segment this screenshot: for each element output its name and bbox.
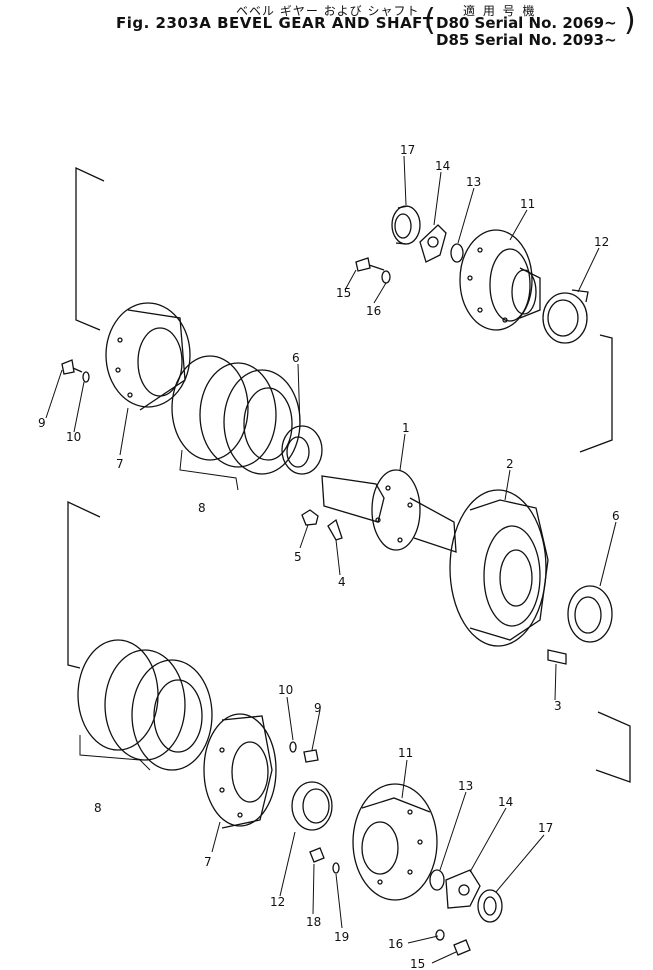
shims-8-upper xyxy=(171,355,301,475)
serial-line-d85: D85 Serial No. 2093~ xyxy=(436,31,617,49)
label-10-upper: 10 xyxy=(66,430,81,444)
bearing-6-upper xyxy=(281,425,323,475)
label-4: 4 xyxy=(338,575,346,589)
cover-7-lower xyxy=(203,713,277,829)
label-17-upper: 17 xyxy=(400,143,415,157)
label-17-lower: 17 xyxy=(538,821,553,835)
bracket-lines xyxy=(67,166,631,783)
label-10-lower: 10 xyxy=(278,683,293,697)
label-13-upper: 13 xyxy=(466,175,481,189)
bolt-9-upper xyxy=(61,359,83,375)
label-8-lower: 8 xyxy=(94,801,102,815)
plate-14-upper xyxy=(419,224,447,263)
label-7-upper: 7 xyxy=(116,457,124,471)
bolt-15-lower xyxy=(453,939,471,956)
cover-7-upper xyxy=(105,302,191,411)
label-19: 19 xyxy=(334,930,349,944)
label-12-upper: 12 xyxy=(594,235,609,249)
label-14-lower: 14 xyxy=(498,795,513,809)
bolt-18 xyxy=(309,847,325,863)
label-6-upper: 6 xyxy=(292,351,300,365)
label-11-lower: 11 xyxy=(398,746,413,760)
cage-11-upper xyxy=(459,229,541,331)
japanese-title: ベベル ギヤー および シャフト xyxy=(236,4,420,18)
cage-11-lower xyxy=(352,783,438,901)
right-parenthesis: ) xyxy=(624,3,636,38)
left-parenthesis: ( xyxy=(424,3,436,38)
label-15-upper: 15 xyxy=(336,286,351,300)
ring-13-upper xyxy=(450,243,464,263)
bolt-15-upper xyxy=(355,257,385,272)
lock-plate-4 xyxy=(327,518,343,541)
bearing-6-lower xyxy=(567,585,613,643)
bolt-3 xyxy=(547,649,567,665)
label-9-upper: 9 xyxy=(38,416,46,430)
label-16-upper: 16 xyxy=(366,304,381,318)
label-3: 3 xyxy=(554,699,562,713)
ring-13-lower xyxy=(429,869,445,891)
label-8-upper: 8 xyxy=(198,501,206,515)
washer-16-upper xyxy=(381,270,391,284)
label-12-lower: 12 xyxy=(270,895,285,909)
seal-12-upper xyxy=(542,289,589,344)
bearing-17-upper xyxy=(391,205,421,245)
label-11-upper: 11 xyxy=(520,197,535,211)
label-15-lower: 15 xyxy=(410,957,425,970)
label-5: 5 xyxy=(294,550,302,564)
washer-10-lower xyxy=(289,741,297,753)
serial-line-d80: D80 Serial No. 2069~ xyxy=(436,14,617,32)
bolt-9-lower xyxy=(303,749,319,763)
plate-14-lower xyxy=(445,869,481,909)
part-number-labels: 17 14 13 11 12 15 16 6 9 10 1 7 2 8 6 5 … xyxy=(38,143,620,970)
applicable-models-label: 適 用 号 機 xyxy=(463,4,537,18)
label-1: 1 xyxy=(402,421,410,435)
shaft-1 xyxy=(321,469,457,553)
seal-12-lower xyxy=(291,781,333,831)
label-18: 18 xyxy=(306,915,321,929)
nut-5 xyxy=(301,509,319,526)
washer-19 xyxy=(332,862,340,874)
label-2: 2 xyxy=(506,457,514,471)
bearing-17-lower xyxy=(477,889,503,923)
label-14-upper: 14 xyxy=(435,159,450,173)
label-6-lower: 6 xyxy=(612,509,620,523)
shims-8-lower xyxy=(77,639,213,771)
figure-title: Fig. 2303A BEVEL GEAR AND SHAFT xyxy=(116,14,434,32)
washer-16-lower xyxy=(435,929,445,941)
label-7-lower: 7 xyxy=(204,855,212,869)
leader-lines xyxy=(45,155,617,964)
label-9-lower: 9 xyxy=(314,701,322,715)
label-13-lower: 13 xyxy=(458,779,473,793)
washer-10-upper xyxy=(82,371,90,383)
label-16-lower: 16 xyxy=(388,937,403,951)
bevel-gear-2 xyxy=(449,489,549,647)
